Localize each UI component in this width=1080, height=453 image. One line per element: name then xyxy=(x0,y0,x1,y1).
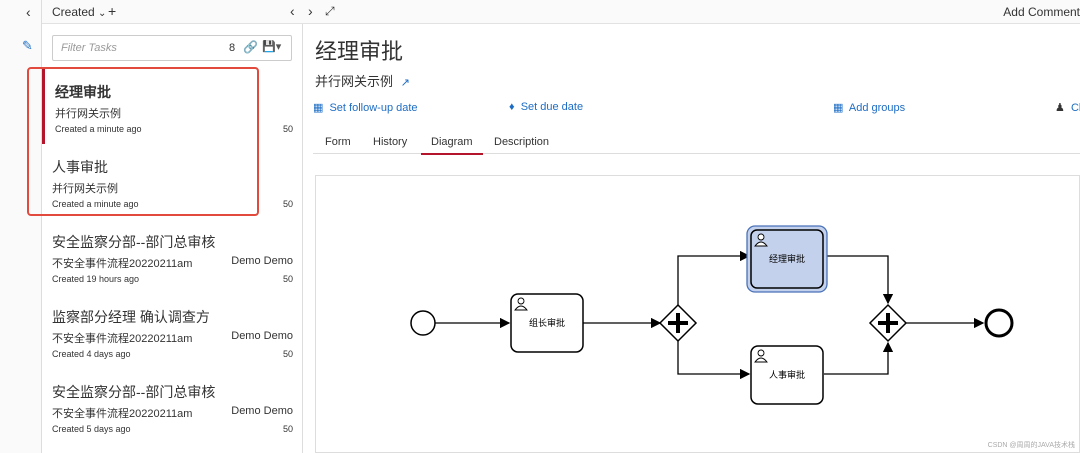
task-assignee: Demo Demo xyxy=(231,330,293,342)
task-count: 8 xyxy=(229,42,236,54)
task-actions: ▦ Set follow-up date ♦ Set due date ▦ Ad… xyxy=(313,101,1080,117)
task-label: 组长审批 xyxy=(529,317,565,328)
user-task-icon xyxy=(754,349,768,363)
chevron-down-icon: ⌄ xyxy=(98,8,107,19)
task-process: 不安全事件流程20220211am xyxy=(52,408,193,420)
tab-description[interactable]: Description xyxy=(494,136,550,148)
chevron-left-icon[interactable]: ‹ xyxy=(290,3,295,19)
link-icon[interactable]: 🔗 xyxy=(243,40,258,54)
task-created: Created 19 hours ago xyxy=(52,274,140,284)
task-name: 监察部分经理 确认调查方 xyxy=(52,309,210,325)
task-list-header: Created ⌄ + ‹ xyxy=(42,0,303,24)
action-label: Add groups xyxy=(848,102,906,114)
parallel-gateway-split[interactable] xyxy=(658,303,698,343)
sequence-flow xyxy=(824,255,894,305)
filter-column: ‹ ✎ xyxy=(0,0,42,453)
sequence-flow xyxy=(824,341,894,375)
end-event[interactable] xyxy=(984,308,1014,338)
task-created: Created 5 days ago xyxy=(52,424,131,434)
task-created: Created a minute ago xyxy=(55,124,142,134)
calendar-icon: ▦ xyxy=(313,102,324,114)
user-task-icon xyxy=(754,233,768,247)
task-list-item[interactable]: 经理审批并行网关示例 Created a minute ago 50 xyxy=(42,69,303,144)
parallel-gateway-join[interactable] xyxy=(868,303,908,343)
chevron-right-icon[interactable]: › xyxy=(308,3,313,19)
task-title: 经理审批 xyxy=(315,39,404,64)
user-icon: ♟ xyxy=(1055,102,1065,114)
task-name: 经理审批 xyxy=(55,84,111,100)
sequence-flow xyxy=(677,250,751,305)
task-created: Created a minute ago xyxy=(52,199,139,209)
task-priority: 50 xyxy=(282,349,293,359)
add-comment-button[interactable]: Add Comment xyxy=(1003,5,1080,19)
task-process: 不安全事件流程20220211am xyxy=(52,258,193,270)
tab-history[interactable]: History xyxy=(373,136,408,148)
task-name: 安全监察分部--部门总审核 xyxy=(52,384,216,400)
task-priority: 50 xyxy=(282,274,293,284)
sort-label: Created xyxy=(52,5,95,19)
action-label: Set follow-up date xyxy=(329,102,418,114)
task-process: 并行网关示例 xyxy=(52,183,118,195)
bell-icon: ♦ xyxy=(509,101,515,113)
user-task-manager[interactable]: 经理审批 xyxy=(746,225,828,293)
task-process: 不安全事件流程20220211am xyxy=(52,333,193,345)
task-list-item[interactable]: 人事审批并行网关示例 Created a minute ago 50 xyxy=(42,144,303,219)
task-created: Created 4 days ago xyxy=(52,349,131,359)
save-icon[interactable]: 💾▾ xyxy=(262,41,282,53)
bpmn-svg: 组长审批 经理审批 人事审 xyxy=(410,225,1014,405)
task-detail: 经理审批 并行网关示例 ↗ ▦ Set follow-up date ♦ Set… xyxy=(303,24,1080,453)
sequence-flow xyxy=(677,341,751,380)
process-name-label: 并行网关示例 xyxy=(315,74,394,89)
action-label: Cla xyxy=(1070,102,1080,114)
task-priority: 50 xyxy=(282,124,293,134)
task-assignee: Demo Demo xyxy=(231,405,293,417)
task-label: 人事审批 xyxy=(769,369,805,380)
filter-tasks-input[interactable] xyxy=(53,36,223,60)
bpmn-diagram: 组长审批 经理审批 人事审 xyxy=(315,175,1080,453)
user-task-icon xyxy=(514,297,528,311)
task-name: 人事审批 xyxy=(52,159,108,175)
grid-icon: ▦ xyxy=(833,102,844,114)
tab-form[interactable]: Form xyxy=(325,136,351,148)
user-task-leader[interactable]: 组长审批 xyxy=(510,293,584,353)
start-event[interactable] xyxy=(410,310,436,336)
sort-dropdown[interactable]: Created ⌄ xyxy=(52,5,106,19)
task-name: 安全监察分部--部门总审核 xyxy=(52,234,216,250)
expand-icon[interactable]: ⤢ xyxy=(325,4,335,18)
tab-diagram[interactable]: Diagram xyxy=(421,136,483,155)
add-groups-button[interactable]: ▦ Add groups xyxy=(833,101,905,114)
plus-icon[interactable]: + xyxy=(108,3,117,19)
action-label: Set due date xyxy=(520,101,584,113)
filter-tasks-box: 8 🔗 💾▾ xyxy=(52,35,292,61)
task-assignee: Demo Demo xyxy=(231,255,293,267)
detail-header: › ⤢ Add Comment xyxy=(303,0,1080,24)
detail-tabs: Form History Diagram Description xyxy=(313,130,1080,155)
watermark: CSDN @周周的JAVA技术栈 xyxy=(987,442,1075,449)
set-due-date-button[interactable]: ♦ Set due date xyxy=(509,101,583,113)
pencil-icon[interactable]: ✎ xyxy=(22,38,33,53)
chevron-left-icon[interactable]: ‹ xyxy=(26,4,31,20)
task-process: 并行网关示例 xyxy=(55,108,121,120)
set-follow-up-date-button[interactable]: ▦ Set follow-up date xyxy=(313,101,418,114)
claim-button[interactable]: ♟ Cla xyxy=(1055,101,1080,114)
user-task-hr[interactable]: 人事审批 xyxy=(750,345,824,405)
external-link-icon[interactable]: ↗ xyxy=(400,77,410,89)
task-priority: 50 xyxy=(282,424,293,434)
process-name[interactable]: 并行网关示例 ↗ xyxy=(315,71,410,90)
task-label: 经理审批 xyxy=(769,253,805,264)
task-priority: 50 xyxy=(282,199,293,209)
